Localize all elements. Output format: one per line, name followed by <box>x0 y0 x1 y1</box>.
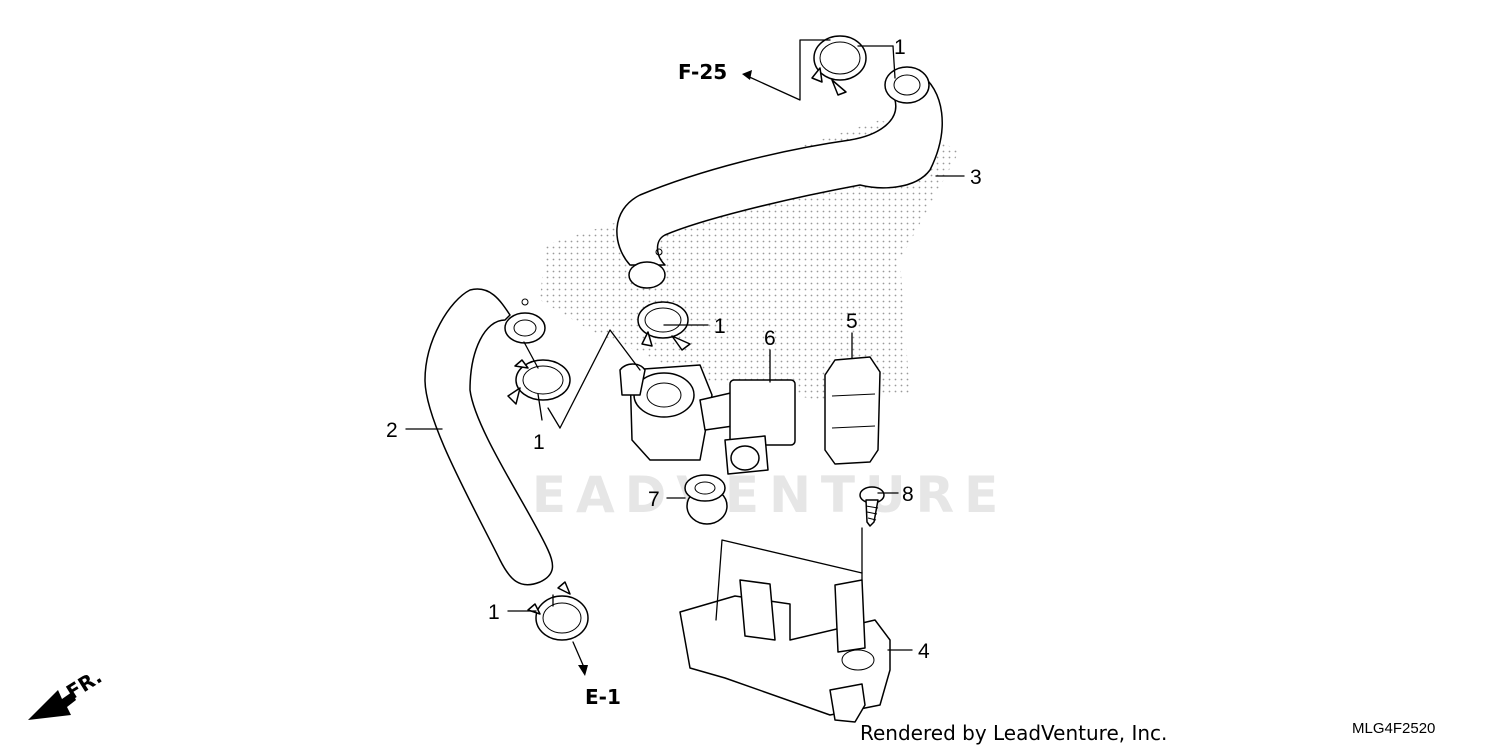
callout-5: 5 <box>846 310 858 333</box>
front-direction-arrow-icon <box>28 690 76 720</box>
leader-lines <box>405 39 965 666</box>
callout-2: 2 <box>386 419 398 442</box>
air-injection-valve <box>619 363 796 475</box>
rubber-bushing <box>684 474 728 525</box>
callout-3: 3 <box>970 166 982 189</box>
tapping-screw <box>859 486 885 527</box>
arrow-to-f25-icon <box>742 70 752 80</box>
arrow-to-e1-icon <box>578 665 588 676</box>
hose-2 <box>424 288 554 586</box>
ref-f25: F-25 <box>678 60 727 84</box>
hose-clip-left <box>507 359 571 405</box>
hose-3 <box>616 66 943 289</box>
callout-1-left-clip: 1 <box>533 431 545 454</box>
watermark: LEADVENTURE <box>490 466 1008 524</box>
diagram-code: MLG4F2520 <box>1352 720 1435 737</box>
callout-6: 6 <box>764 327 776 350</box>
hose-clip-top <box>811 35 867 96</box>
callout-1-top-clip: 1 <box>894 36 906 59</box>
rendered-by-text: Rendered by LeadVenture, Inc. <box>860 721 1167 745</box>
valve-bracket <box>679 579 891 723</box>
hose-clip-bottom <box>527 581 589 641</box>
callout-1-bottom-clip: 1 <box>488 601 500 624</box>
callout-7: 7 <box>648 488 660 511</box>
callout-1-middle-clip: 1 <box>714 315 726 338</box>
callout-4: 4 <box>918 640 930 663</box>
hose-clip-middle <box>637 301 691 351</box>
ref-e1: E-1 <box>585 685 621 709</box>
rubber-mount <box>824 356 881 465</box>
callout-8: 8 <box>902 483 914 506</box>
